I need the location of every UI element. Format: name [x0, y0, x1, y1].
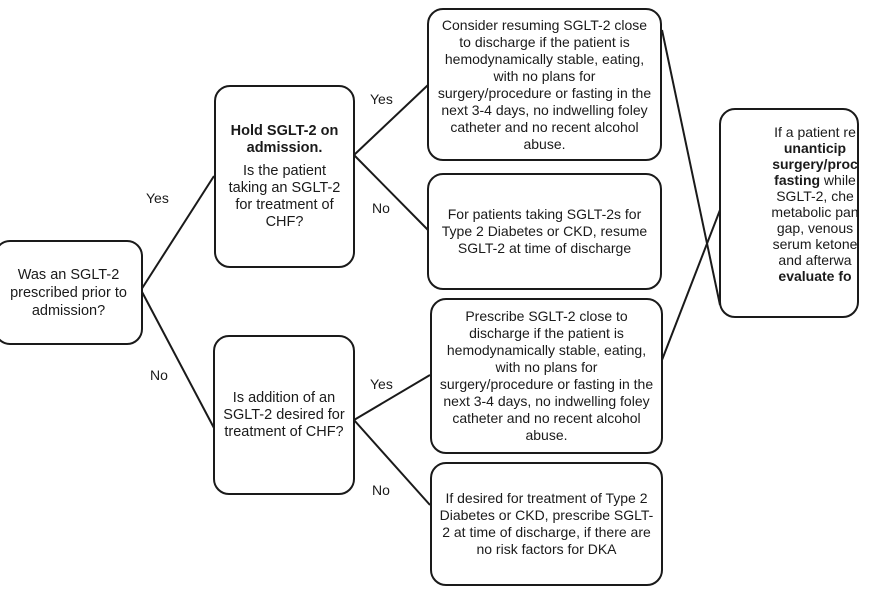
sglt2-desired-text: Is addition of an SGLT-2 desired for tre… [223, 389, 345, 440]
unanticipated-fasting-box: If a patient re unanticip surgery/proc f… [719, 108, 859, 318]
consider-resuming-box: Consider resuming SGLT-2 close to discha… [427, 8, 662, 161]
resume-at-discharge-text: For patients taking SGLT-2s for Type 2 D… [441, 206, 648, 256]
start-question-text: Was an SGLT-2 prescribed prior to admiss… [10, 266, 127, 319]
prescribe-at-discharge-text: If desired for treatment of Type 2 Diabe… [439, 490, 654, 557]
connector-hold-to-resume-chf [353, 84, 429, 156]
start-question-box: Was an SGLT-2 prescribed prior to admiss… [0, 240, 143, 345]
connector-desire-to-prescribe-chf [353, 374, 431, 421]
connector-start-to-hold [140, 175, 215, 291]
edge-label-desire-yes: Yes [370, 376, 393, 392]
chf-question-text: Is the patient taking an SGLT-2 for trea… [228, 162, 341, 230]
connector-prescribe-chf-to-final [661, 209, 721, 361]
prescribe-close-text: Prescribe SGLT-2 close to discharge if t… [439, 308, 654, 443]
edge-label-start-yes: Yes [146, 190, 169, 206]
hold-sglt2-box: Hold SGLT-2 on admission. Is the patient… [214, 85, 355, 268]
hold-sglt2-title: Hold SGLT-2 on admission. [230, 122, 339, 156]
sglt2-desired-box: Is addition of an SGLT-2 desired for tre… [213, 335, 355, 495]
flowchart-connectors [140, 29, 721, 506]
unanticipated-fasting-text: If a patient re unanticip surgery/proc f… [771, 124, 859, 284]
edge-label-hold-yes: Yes [370, 91, 393, 107]
prescribe-close-box: Prescribe SGLT-2 close to discharge if t… [430, 298, 663, 454]
resume-at-discharge-box: For patients taking SGLT-2s for Type 2 D… [427, 173, 662, 290]
connector-hold-to-resume-t2d [353, 154, 429, 231]
edge-label-desire-no: No [372, 482, 390, 498]
consider-resuming-text: Consider resuming SGLT-2 close to discha… [437, 16, 652, 152]
connector-desire-to-prescribe-t2d [353, 419, 431, 506]
prescribe-at-discharge-box: If desired for treatment of Type 2 Diabe… [430, 462, 663, 586]
edge-label-start-no: No [150, 367, 168, 383]
connector-start-to-desire [140, 289, 215, 429]
edge-label-hold-no: No [372, 200, 390, 216]
connector-resume-chf-to-final [661, 29, 721, 306]
